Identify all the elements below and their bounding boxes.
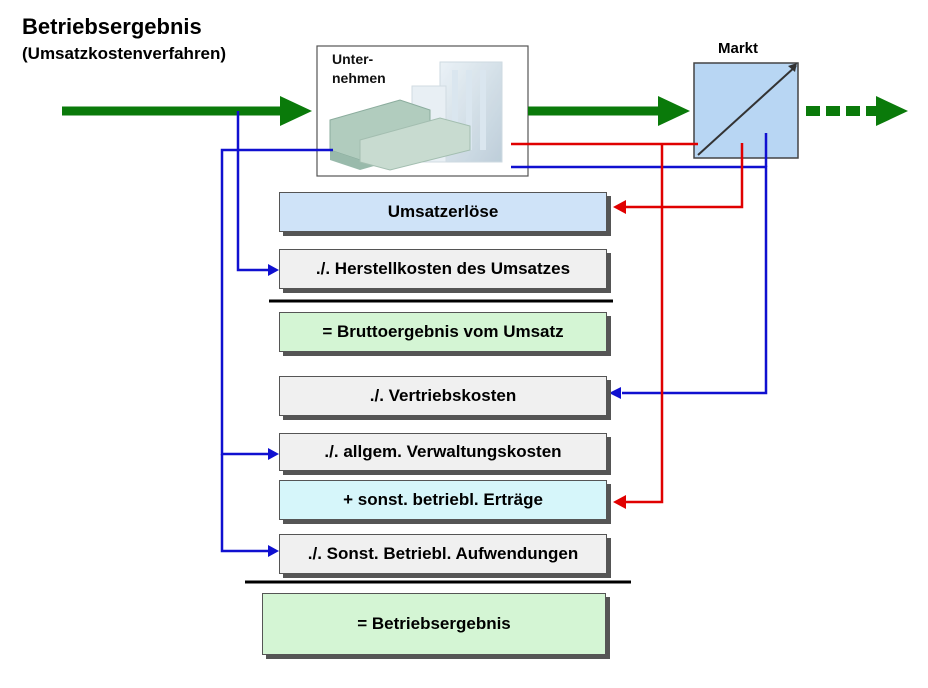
- company-label-line1: Unter-: [332, 51, 374, 67]
- market-node: [693, 62, 799, 159]
- company-node: [316, 45, 529, 177]
- cost-arrowheads: [268, 264, 621, 557]
- page-title: Betriebsergebnis: [22, 14, 202, 39]
- page-subtitle: (Umsatzkostenverfahren): [22, 44, 227, 63]
- building-illustration: [329, 61, 503, 171]
- row-umsatzerloese: Umsatzerlöse: [279, 192, 607, 232]
- row-betriebsergebnis: = Betriebsergebnis: [262, 593, 606, 655]
- row-verwaltungskosten: ./. allgem. Verwaltungskosten: [279, 433, 607, 471]
- market-label: Markt: [718, 40, 759, 57]
- revenue-flow-lines: [511, 142, 744, 504]
- company-label-line2: nehmen: [332, 70, 386, 86]
- row-vertriebskosten: ./. Vertriebskosten: [279, 376, 607, 416]
- revenue-arrowheads: [613, 200, 626, 509]
- row-bruttoergebnis: = Bruttoergebnis vom Umsatz: [279, 312, 607, 352]
- row-sonst-ertraege: + sonst. betriebl. Erträge: [279, 480, 607, 520]
- row-herstellkosten: ./. Herstellkosten des Umsatzes: [279, 249, 607, 289]
- row-sonst-aufwendungen: ./. Sonst. Betriebl. Aufwendungen: [279, 534, 607, 574]
- main-flow-arrows: [62, 96, 908, 126]
- company-label: Unter- nehmen: [332, 50, 386, 88]
- cost-flow-lines: [220, 111, 768, 553]
